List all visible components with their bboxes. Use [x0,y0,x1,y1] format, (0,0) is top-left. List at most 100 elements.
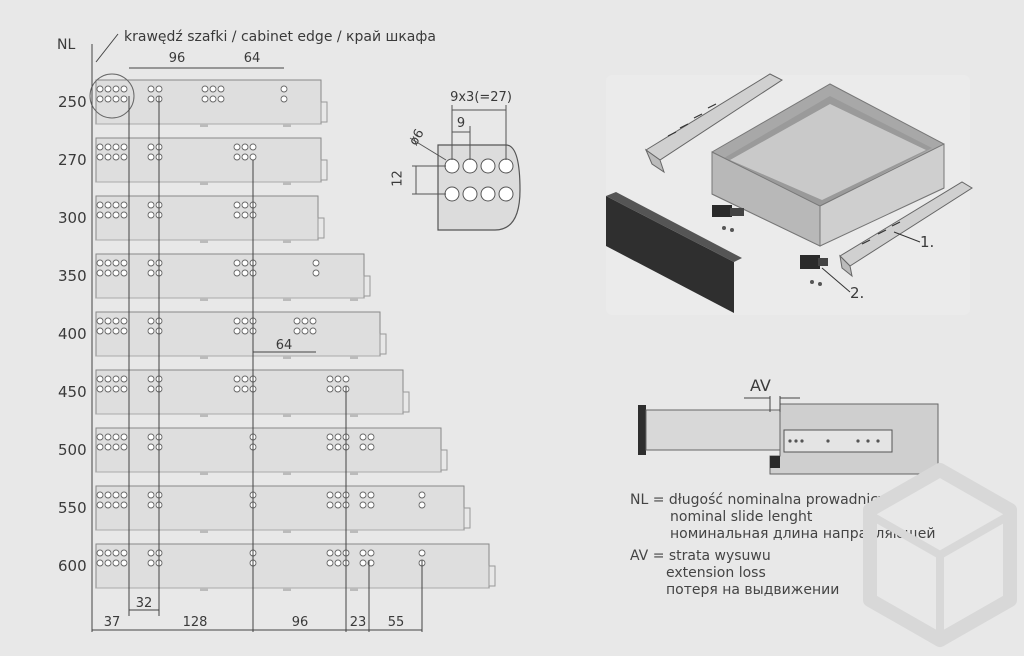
drill-hole [96,211,104,219]
drill-hole [241,259,249,267]
drill-hole [334,433,342,441]
drill-hole [147,385,155,393]
drill-hole [147,85,155,93]
drill-hole [147,375,155,383]
drill-hole [147,327,155,335]
nl-value: 250 [58,93,87,111]
cabinet-edge-highlight [89,73,135,119]
drill-hole [96,433,104,441]
drill-hole [96,143,104,151]
nl-value: 350 [58,267,87,285]
drill-hole [326,385,334,393]
drill-hole [293,327,301,335]
drill-hole [359,559,367,567]
drill-hole [120,317,128,325]
drill-hole [112,375,120,383]
drill-hole [217,95,225,103]
drill-hole [241,385,249,393]
bottom-dim: 96 [291,615,309,630]
drill-hole [112,201,120,209]
nl-value: 550 [58,499,87,517]
drill-hole [367,549,375,557]
drill-hole [326,491,334,499]
drill-hole [147,143,155,151]
drill-hole [120,433,128,441]
drill-hole [334,491,342,499]
drill-hole [326,559,334,567]
drill-hole [301,327,309,335]
drill-hole [104,269,112,277]
drill-hole [147,491,155,499]
drill-hole [147,201,155,209]
drill-hole [120,559,128,567]
drill-hole [233,201,241,209]
drill-hole [96,259,104,267]
drill-hole [120,201,128,209]
drill-hole [112,559,120,567]
drill-hole [120,385,128,393]
drill-hole [367,433,375,441]
rail-body [95,137,322,183]
drill-hole [209,95,217,103]
nl-value: 600 [58,557,87,575]
drill-hole [233,317,241,325]
drill-hole [334,443,342,451]
legend-av-line1: AV = strata wysuwu [630,548,771,564]
drill-hole [359,549,367,557]
rail-body [95,195,319,241]
drill-hole [112,143,120,151]
drill-hole [112,211,120,219]
nl-header: NL [57,37,76,53]
drill-hole [241,269,249,277]
drill-hole [104,317,112,325]
drill-hole [147,501,155,509]
top-dim-64: 64 [243,51,261,66]
drill-hole [96,153,104,161]
drill-hole [301,317,309,325]
drill-hole [104,559,112,567]
drill-hole [120,501,128,509]
rail-end-tab [488,565,496,587]
nl-value: 450 [58,383,87,401]
drill-hole [359,501,367,509]
drill-hole [104,143,112,151]
pitch-label: 9 [456,116,466,131]
drill-hole [326,501,334,509]
mid-dim-64: 64 [275,338,293,353]
legend-nl-line2: nominal slide lenght [670,509,813,525]
drill-hole [104,85,112,93]
drill-hole [359,491,367,499]
drill-hole [96,85,104,93]
drill-hole [120,549,128,557]
drill-hole [104,385,112,393]
drill-hole [96,269,104,277]
drill-hole [334,375,342,383]
drill-hole [112,95,120,103]
drill-hole [309,327,317,335]
drill-hole [104,433,112,441]
drill-hole [120,85,128,93]
drill-hole [147,317,155,325]
drill-hole [367,443,375,451]
drill-hole [120,211,128,219]
legend-nl-line1: NL = długość nominalna prowadnicy [630,492,887,508]
drill-hole [96,443,104,451]
drill-hole [104,95,112,103]
drill-hole [155,85,163,93]
drill-hole [241,143,249,151]
drill-hole [249,143,257,151]
drill-hole [112,327,120,335]
drill-hole [112,491,120,499]
drill-hole [359,443,367,451]
drill-hole [96,317,104,325]
drill-hole [326,375,334,383]
drill-hole [112,269,120,277]
drill-hole [112,501,120,509]
drill-hole [96,327,104,335]
drill-hole [112,259,120,267]
drill-hole [112,385,120,393]
drill-hole [96,491,104,499]
